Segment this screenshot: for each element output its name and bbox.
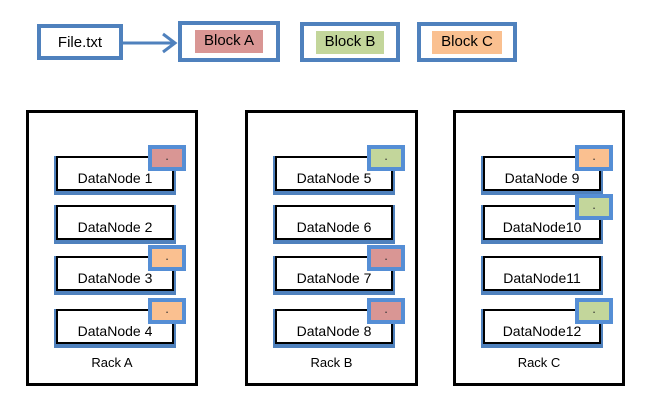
replica-dot: . — [165, 247, 169, 263]
datanode-box: DataNode10 . — [483, 194, 613, 240]
replica-badge-block-b: . — [575, 298, 613, 324]
block-c-label: Block C — [432, 30, 502, 54]
datanode-box: DataNode 4 . — [56, 298, 186, 344]
datanode-label: DataNode 2 — [77, 218, 153, 235]
rack-label: Rack B — [310, 355, 353, 370]
replica-badge-block-c: . — [148, 245, 186, 271]
datanode-box: DataNode 6 — [275, 205, 393, 240]
datanode-label: DataNode 6 — [296, 218, 372, 235]
file-label: File.txt — [57, 33, 103, 51]
rack-b-panel: DataNode 5 . DataNode 6 DataNode 7 . Dat… — [245, 110, 418, 386]
block-b-label: Block B — [315, 30, 385, 54]
datanode-label: DataNode 3 — [77, 269, 153, 286]
file-box: File.txt — [37, 24, 123, 60]
replica-badge-block-b: . — [575, 194, 613, 220]
replica-badge-block-a: . — [367, 298, 405, 324]
replica-badge-block-a: . — [148, 145, 186, 171]
datanode-box: DataNode11 — [483, 256, 601, 291]
replica-dot: . — [592, 147, 596, 163]
datanode-box: DataNode 8 . — [275, 298, 405, 344]
replica-dot: . — [592, 196, 596, 212]
rack-label: Rack C — [517, 355, 561, 370]
rack-c-panel: DataNode 9 . DataNode10 . DataNode11 Dat… — [453, 110, 625, 386]
replica-badge-block-c: . — [148, 298, 186, 324]
datanode-label: DataNode 9 — [504, 169, 580, 186]
datanode-label: DataNode 8 — [296, 322, 372, 339]
datanode-label: DataNode 4 — [77, 322, 153, 339]
replica-dot: . — [165, 300, 169, 316]
replica-dot: . — [592, 300, 596, 316]
flow-arrow-icon — [122, 32, 178, 54]
datanode-box: DataNode 9 . — [483, 145, 613, 191]
replica-dot: . — [384, 300, 388, 316]
datanode-box: DataNode 3 . — [56, 245, 186, 291]
datanode-label: DataNode 7 — [296, 269, 372, 286]
datanode-label: DataNode 1 — [77, 169, 153, 186]
datanode-label: DataNode12 — [502, 322, 582, 339]
block-c-box: Block C — [417, 22, 517, 62]
rack-label: Rack A — [91, 355, 133, 370]
rack-a-panel: DataNode 1 . DataNode 2 DataNode 3 . Dat… — [26, 110, 198, 386]
datanode-box: DataNode12 . — [483, 298, 613, 344]
replica-badge-block-b: . — [367, 145, 405, 171]
block-b-box: Block B — [300, 22, 400, 62]
datanode-box: DataNode 7 . — [275, 245, 405, 291]
datanode-label: DataNode11 — [503, 269, 581, 286]
datanode-box: DataNode 1 . — [56, 145, 186, 191]
replica-badge-block-c: . — [575, 145, 613, 171]
replica-badge-block-a: . — [367, 245, 405, 271]
datanode-label: DataNode10 — [502, 218, 582, 235]
block-a-box: Block A — [178, 21, 280, 62]
replica-dot: . — [384, 147, 388, 163]
datanode-box: DataNode 2 — [56, 205, 174, 240]
replica-dot: . — [384, 247, 388, 263]
replica-dot: . — [165, 147, 169, 163]
datanode-label: DataNode 5 — [296, 169, 372, 186]
block-a-label: Block A — [194, 30, 264, 53]
datanode-box: DataNode 5 . — [275, 145, 405, 191]
